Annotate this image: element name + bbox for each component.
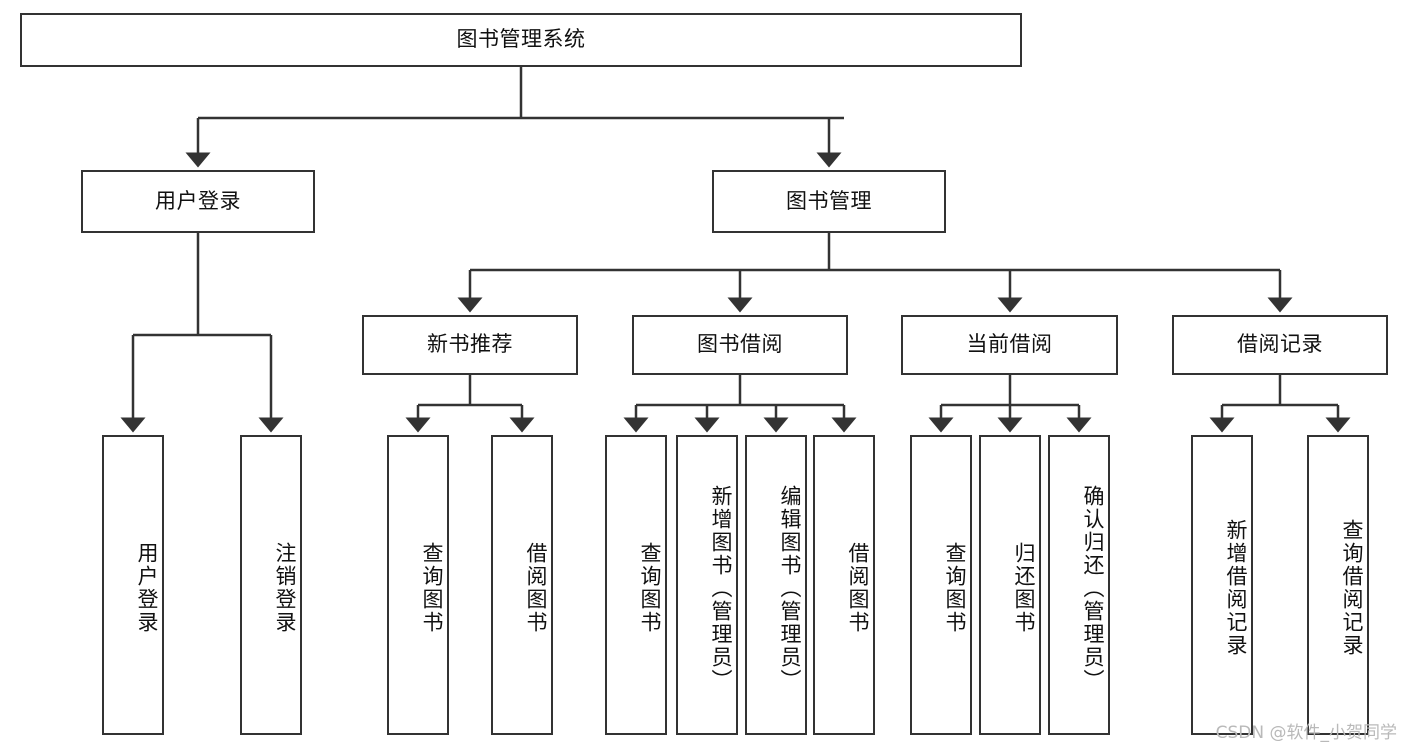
leaf-borrow-book-bb[interactable]: 借阅图书	[813, 435, 875, 735]
leaf-add-book-admin[interactable]: 新增图书（管理员）	[676, 435, 738, 735]
leaf-query-book-cb-label: 查询图书	[943, 542, 967, 634]
node-current-borrow[interactable]: 当前借阅	[901, 315, 1118, 375]
leaf-confirm-return-admin[interactable]: 确认归还（管理员）	[1048, 435, 1110, 735]
leaf-add-borrow-record-label: 新增借阅记录	[1224, 519, 1248, 657]
leaf-edit-book-admin[interactable]: 编辑图书（管理员）	[745, 435, 807, 735]
node-book-borrow[interactable]: 图书借阅	[632, 315, 848, 375]
csdn-watermark: CSDN @软件_小贺同学	[1215, 723, 1397, 743]
leaf-query-book-bb-label: 查询图书	[638, 542, 662, 634]
leaf-borrow-book-nb[interactable]: 借阅图书	[491, 435, 553, 735]
node-book-borrow-label: 图书借阅	[697, 332, 783, 357]
node-root-library-system[interactable]: 图书管理系统	[20, 13, 1022, 67]
node-user-login-label: 用户登录	[155, 188, 241, 213]
node-user-login[interactable]: 用户登录	[81, 170, 315, 233]
leaf-query-book-bb[interactable]: 查询图书	[605, 435, 667, 735]
leaf-logout[interactable]: 注销登录	[240, 435, 302, 735]
leaf-add-borrow-record[interactable]: 新增借阅记录	[1191, 435, 1253, 735]
leaf-query-book-nb[interactable]: 查询图书	[387, 435, 449, 735]
node-book-management-label: 图书管理	[786, 188, 872, 213]
node-book-management[interactable]: 图书管理	[712, 170, 946, 233]
leaf-edit-book-admin-label: 编辑图书（管理员）	[778, 484, 802, 692]
leaf-query-book-nb-label: 查询图书	[420, 542, 444, 634]
leaf-return-book-label: 归还图书	[1012, 542, 1036, 634]
leaf-borrow-book-nb-label: 借阅图书	[524, 542, 548, 634]
node-new-book-recommend[interactable]: 新书推荐	[362, 315, 578, 375]
leaf-add-book-admin-label: 新增图书（管理员）	[709, 484, 733, 692]
node-new-book-recommend-label: 新书推荐	[427, 332, 513, 357]
leaf-return-book[interactable]: 归还图书	[979, 435, 1041, 735]
node-borrow-record[interactable]: 借阅记录	[1172, 315, 1388, 375]
node-root-label: 图书管理系统	[456, 27, 586, 52]
leaf-query-borrow-record[interactable]: 查询借阅记录	[1307, 435, 1369, 735]
leaf-user-login-label: 用户登录	[135, 542, 159, 634]
leaf-logout-label: 注销登录	[273, 542, 297, 634]
leaf-borrow-book-bb-label: 借阅图书	[846, 542, 870, 634]
leaf-user-login[interactable]: 用户登录	[102, 435, 164, 735]
node-current-borrow-label: 当前借阅	[966, 332, 1053, 357]
leaf-query-borrow-record-label: 查询借阅记录	[1340, 519, 1364, 657]
node-borrow-record-label: 借阅记录	[1237, 332, 1323, 357]
leaf-query-book-cb[interactable]: 查询图书	[910, 435, 972, 735]
leaf-confirm-return-admin-label: 确认归还（管理员）	[1081, 484, 1105, 692]
